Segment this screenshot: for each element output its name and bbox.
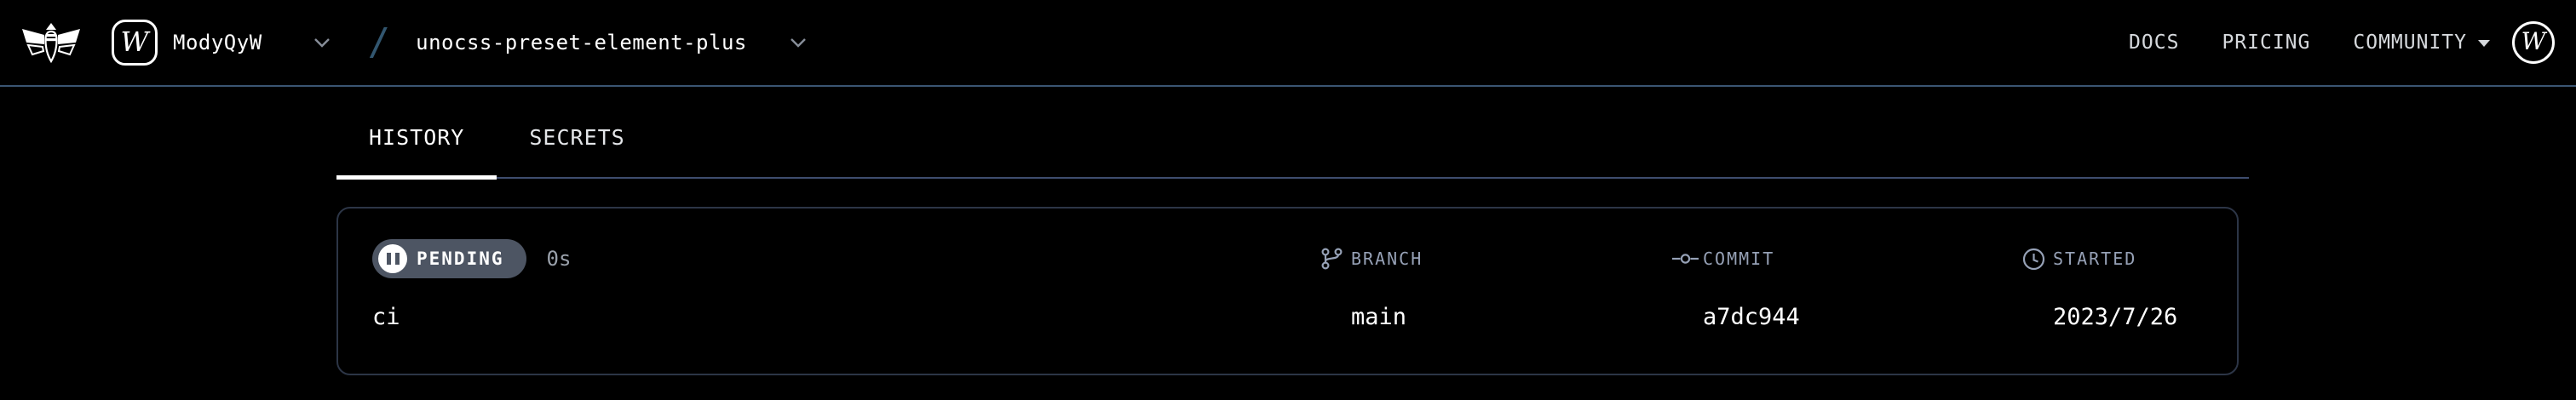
git-branch-icon bbox=[1320, 247, 1351, 271]
branch-column-header: BRANCH bbox=[1320, 247, 1672, 271]
nav-links: DOCS PRICING COMMUNITY bbox=[2129, 31, 2490, 54]
branch-value: main bbox=[1351, 304, 1407, 330]
git-commit-icon bbox=[1672, 251, 1703, 266]
duration-text: 0s bbox=[546, 247, 572, 271]
nav-link-docs[interactable]: DOCS bbox=[2129, 31, 2180, 54]
clock-icon bbox=[2022, 248, 2053, 271]
brand-logo[interactable] bbox=[21, 22, 81, 63]
job-name: ci bbox=[372, 304, 400, 330]
nav-link-community-label: COMMUNITY bbox=[2353, 31, 2467, 54]
project-name: unocss-preset-element-plus bbox=[416, 31, 747, 54]
org-switcher[interactable]: W ModyQyW bbox=[81, 20, 331, 66]
status-label: PENDING bbox=[417, 249, 504, 269]
tab-secrets[interactable]: SECRETS bbox=[529, 125, 625, 150]
org-avatar: W bbox=[112, 20, 158, 66]
tabstrip: HISTORY SECRETS bbox=[336, 113, 2249, 180]
deployment-card[interactable]: PENDING 0s BRANCH bbox=[336, 207, 2239, 375]
breadcrumb-separator: / bbox=[367, 20, 391, 64]
status-badge: PENDING bbox=[372, 239, 526, 278]
commit-column-header: COMMIT bbox=[1672, 249, 2022, 269]
commit-column-label: COMMIT bbox=[1703, 249, 1775, 269]
nav-link-community[interactable]: COMMUNITY bbox=[2353, 31, 2490, 54]
navbar: W ModyQyW / unocss-preset-element-plus D… bbox=[0, 0, 2576, 87]
started-value: 2023/7/26 bbox=[2053, 304, 2178, 330]
org-avatar-letter: W bbox=[120, 26, 149, 58]
org-name: ModyQyW bbox=[173, 31, 262, 54]
user-avatar-letter: W bbox=[2521, 27, 2546, 55]
nav-link-pricing[interactable]: PRICING bbox=[2222, 31, 2311, 54]
chevron-down-icon bbox=[790, 37, 807, 48]
branch-column-label: BRANCH bbox=[1351, 249, 1423, 269]
chevron-down-icon bbox=[313, 37, 331, 48]
tab-history[interactable]: HISTORY bbox=[336, 113, 497, 180]
user-avatar[interactable]: W bbox=[2512, 21, 2555, 64]
firefly-logo-icon bbox=[21, 22, 81, 63]
caret-down-icon bbox=[2478, 40, 2490, 47]
pause-icon bbox=[378, 244, 407, 273]
project-switcher[interactable]: unocss-preset-element-plus bbox=[390, 31, 807, 54]
commit-value: a7dc944 bbox=[1703, 304, 1800, 330]
started-column-header: STARTED bbox=[2022, 248, 2203, 271]
started-column-label: STARTED bbox=[2053, 249, 2137, 269]
